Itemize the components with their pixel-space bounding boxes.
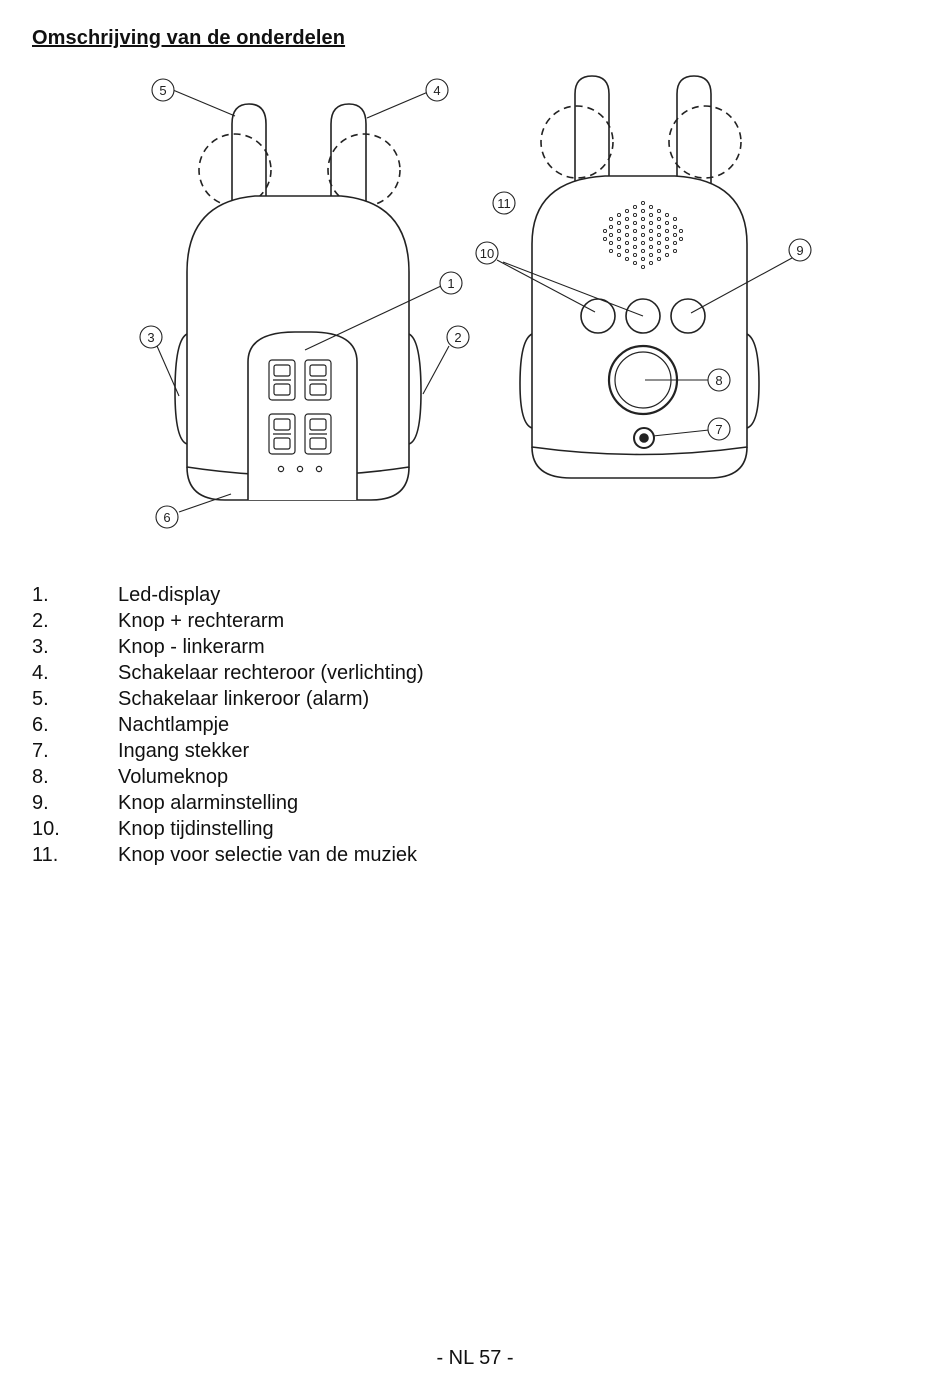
callout-6: 6	[155, 505, 179, 529]
item-label: Knop tijdinstelling	[118, 818, 274, 840]
page-number: - NL 57 -	[436, 1347, 514, 1369]
callout-5: 5	[151, 78, 175, 102]
svg-text:6: 6	[163, 510, 170, 525]
device-illustration: 5 4 1 2 3 6 11 10 9 8 7	[135, 72, 820, 534]
list-item: 1. Led-display	[32, 582, 424, 608]
item-number: 3.	[32, 636, 49, 658]
section-title: Omschrijving van de onderdelen	[32, 27, 346, 49]
back-left-ear-dashed-circle	[540, 105, 614, 179]
list-item: 10. Knop tijdinstelling	[32, 816, 424, 842]
svg-text:7: 7	[715, 422, 722, 437]
item-number: 1.	[32, 584, 49, 606]
callout-3: 3	[139, 325, 163, 349]
callout-1: 1	[439, 271, 463, 295]
callout-10: 10	[475, 241, 499, 265]
svg-text:10: 10	[480, 246, 494, 261]
svg-text:5: 5	[159, 83, 166, 98]
list-item: 4. Schakelaar rechteroor (verlichting)	[32, 660, 424, 686]
svg-text:11: 11	[497, 196, 511, 211]
left-ear-dashed-circle	[198, 133, 272, 207]
right-ear	[330, 103, 367, 212]
item-label: Volumeknop	[118, 766, 229, 788]
item-number: 8.	[32, 766, 49, 788]
svg-text:4: 4	[433, 83, 440, 98]
item-number: 4.	[32, 662, 49, 684]
back-base	[531, 446, 748, 479]
back-left-arm	[519, 333, 533, 429]
back-left-ear	[574, 75, 610, 192]
callout-4: 4	[425, 78, 449, 102]
callout-markers: 5 4 1 2 3 6 11 10 9 8 7	[139, 78, 812, 529]
item-number: 9.	[32, 792, 49, 814]
svg-text:8: 8	[715, 373, 722, 388]
right-arm	[408, 333, 422, 445]
back-right-ear-dashed-circle	[668, 105, 742, 179]
time-setting-button	[580, 298, 616, 334]
list-item: 8. Volumeknop	[32, 764, 424, 790]
back-leader-lines	[496, 257, 793, 437]
right-ear-dashed-circle	[327, 133, 401, 207]
item-label: Knop alarminstelling	[118, 792, 299, 814]
item-label: Schakelaar linkeroor (alarm)	[118, 688, 370, 710]
list-item: 7. Ingang stekker	[32, 738, 424, 764]
item-number: 6.	[32, 714, 49, 736]
svg-text:9: 9	[796, 243, 803, 258]
item-label: Nachtlampje	[118, 714, 230, 736]
list-item: 2. Knop + rechterarm	[32, 608, 424, 634]
left-arm	[174, 333, 188, 445]
back-view	[496, 75, 793, 479]
callout-9: 9	[788, 238, 812, 262]
callout-7: 7	[707, 417, 731, 441]
item-label: Schakelaar rechteroor (verlichting)	[118, 662, 424, 684]
front-leader-lines	[156, 89, 450, 513]
front-view	[156, 89, 450, 513]
left-ear	[231, 103, 267, 212]
item-label: Led-display	[118, 584, 221, 606]
speaker-grille	[602, 200, 684, 270]
parts-list: 1. Led-display 2. Knop + rechterarm 3. Knop…	[32, 582, 424, 868]
list-item: 3. Knop - linkerarm	[32, 634, 424, 660]
power-jack-inner	[639, 433, 649, 443]
item-label: Knop voor selectie van de muziek	[118, 844, 418, 866]
display-panel	[247, 331, 358, 500]
list-item: 6. Nachtlampje	[32, 712, 424, 738]
item-number: 11.	[32, 844, 59, 866]
item-number: 7.	[32, 740, 49, 762]
callout-2: 2	[446, 325, 470, 349]
alarm-setting-button	[670, 298, 706, 334]
item-number: 5.	[32, 688, 49, 710]
list-item: 11. Knop voor selectie van de muziek	[32, 842, 424, 868]
callout-8: 8	[707, 368, 731, 392]
callout-11: 11	[492, 191, 516, 215]
display-dots	[277, 465, 323, 473]
item-label: Knop + rechterarm	[118, 610, 285, 632]
item-label: Knop - linkerarm	[118, 636, 265, 658]
svg-text:1: 1	[447, 276, 454, 291]
svg-text:3: 3	[147, 330, 154, 345]
back-right-arm	[746, 333, 760, 429]
list-item: 9. Knop alarminstelling	[32, 790, 424, 816]
led-digits	[268, 359, 332, 455]
item-label: Ingang stekker	[118, 740, 250, 762]
item-number: 10.	[32, 818, 60, 840]
list-item: 5. Schakelaar linkeroor (alarm)	[32, 686, 424, 712]
item-number: 2.	[32, 610, 49, 632]
svg-text:2: 2	[454, 330, 461, 345]
back-right-ear	[676, 75, 712, 192]
